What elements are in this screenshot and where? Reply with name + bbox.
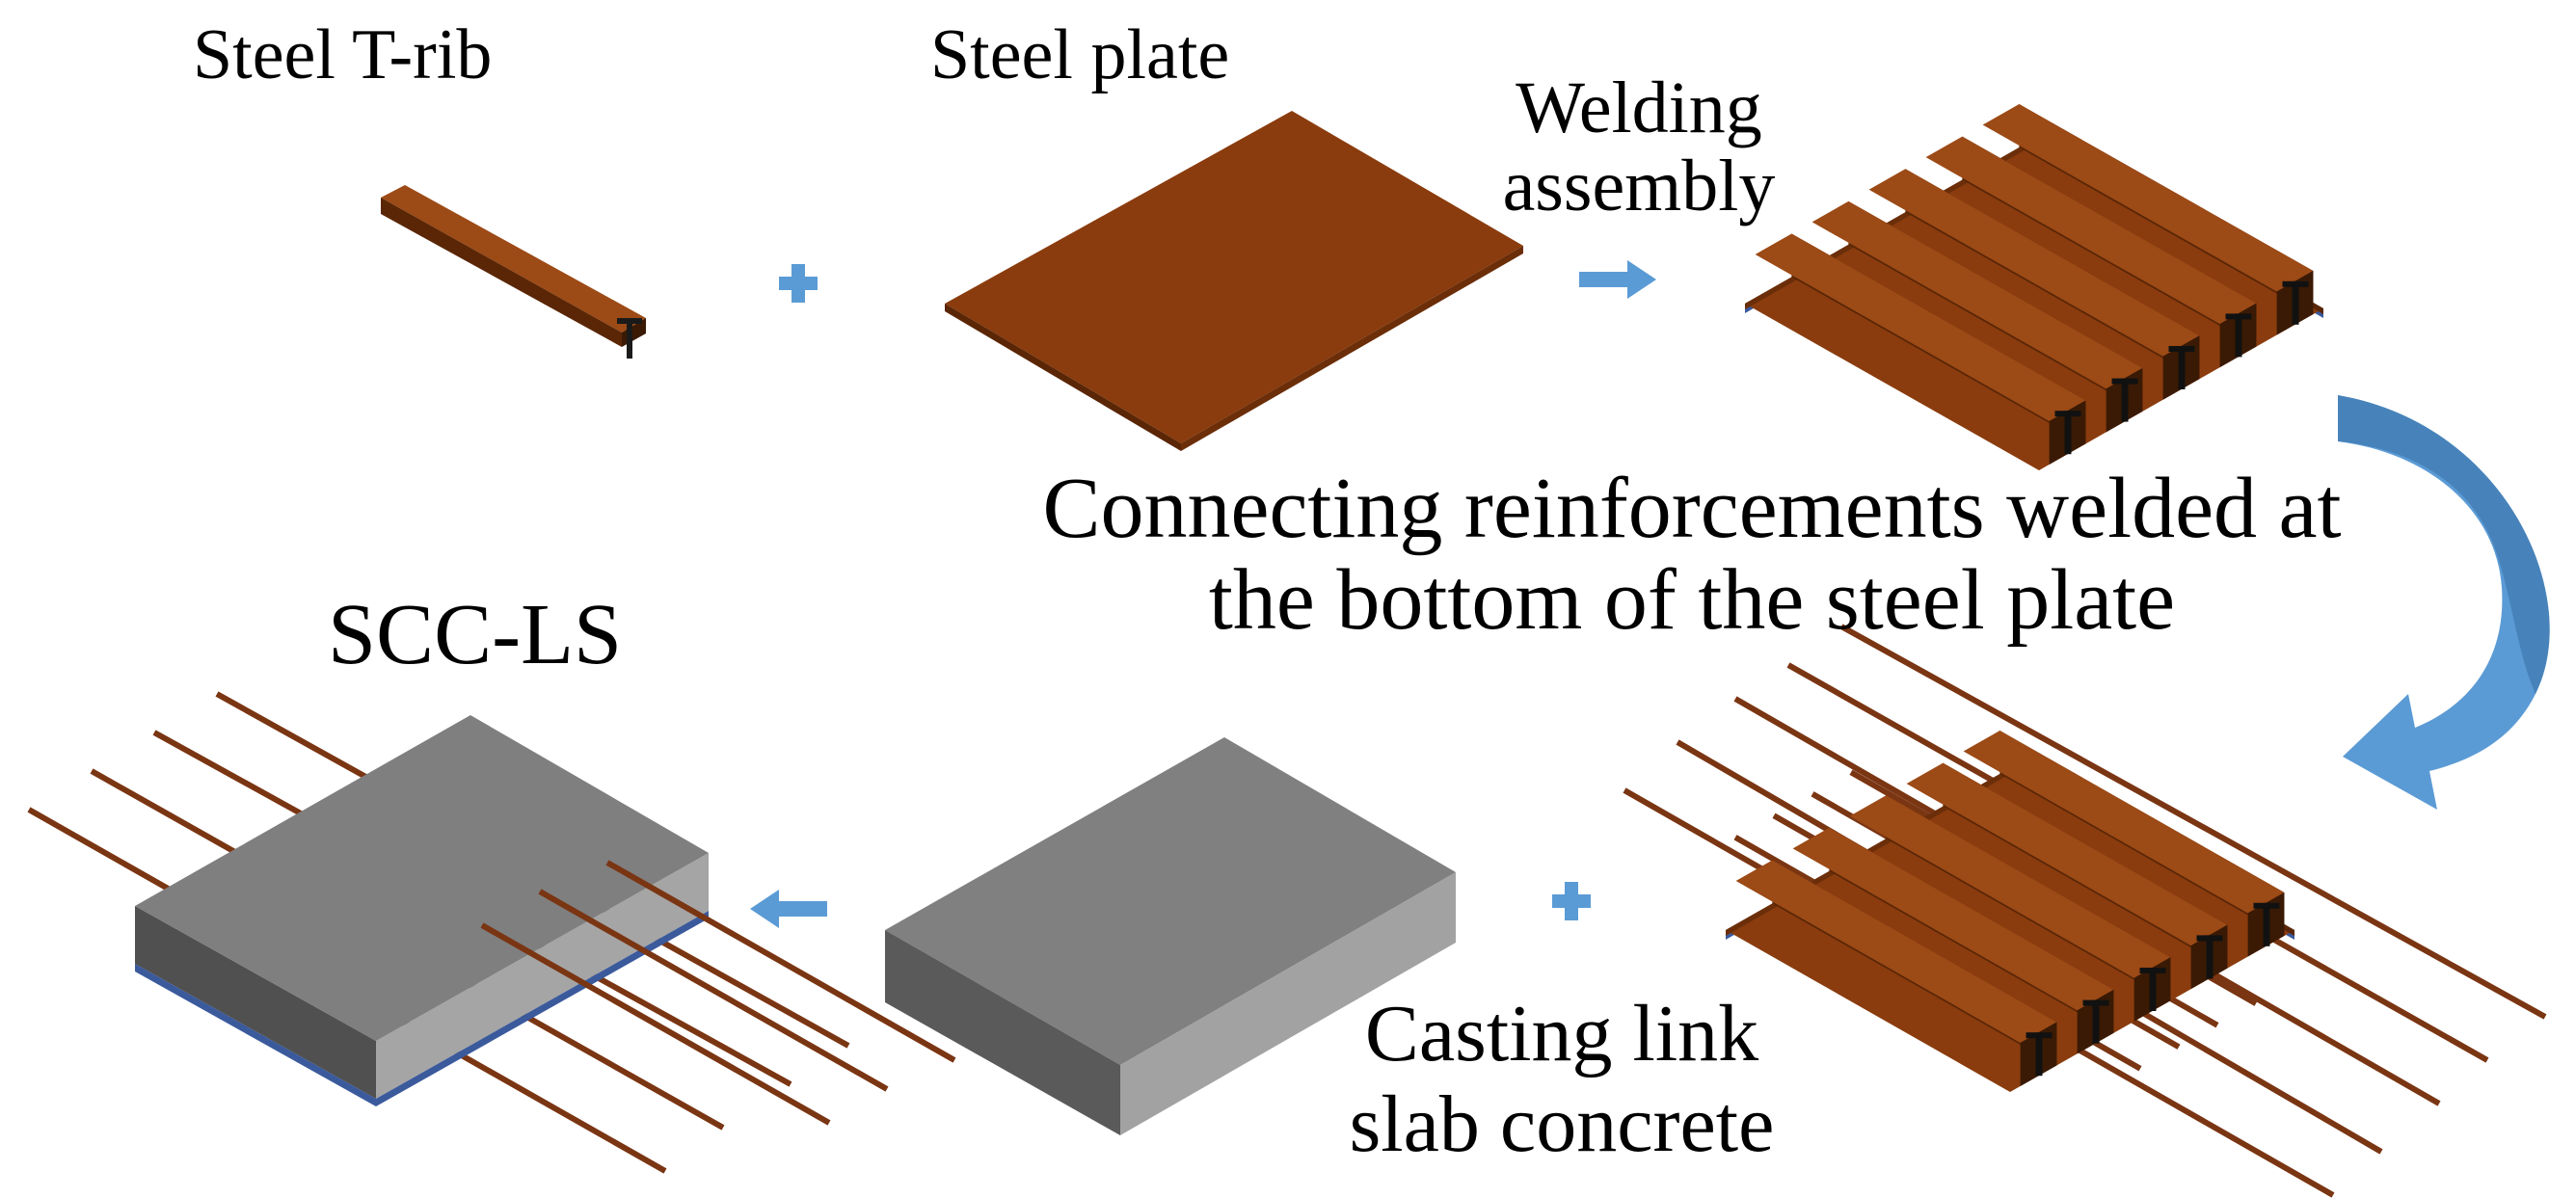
rib-section [2111, 378, 2138, 385]
steel-t-rib-label: Steel T-rib [193, 15, 493, 94]
rib-section [2178, 346, 2186, 389]
rib-top [1792, 827, 2114, 1011]
assembly-with-reinforcements [1623, 624, 2547, 1198]
rib-section [2206, 935, 2214, 979]
rib-top [1868, 169, 2200, 357]
rib-top [1811, 200, 2143, 389]
welding-assembly-label: Welding assembly [1446, 69, 1832, 225]
steel-t-rib [381, 185, 646, 359]
slab-side [376, 853, 709, 1099]
rib-top [1982, 104, 2314, 292]
rib-section [2121, 378, 2129, 422]
rib-section [2292, 280, 2299, 325]
plus-icon [1552, 882, 1591, 920]
concrete-slab [885, 737, 1456, 1135]
plate-edge [376, 911, 709, 1106]
rib-top [1925, 136, 2257, 325]
rib-section [2225, 313, 2252, 320]
connecting-reinforcements-label: Connecting reinforcements welded at the … [993, 463, 2391, 647]
slab-front [135, 906, 376, 1099]
rib-section [2196, 935, 2223, 942]
rib-top [1755, 233, 2086, 421]
welding-label-line1: Welding [1516, 67, 1762, 148]
connecting-label-line2: the bottom of the steel plate [1208, 552, 2176, 649]
casting-label-line2: slab concrete [1349, 1079, 1775, 1170]
rib-section [2082, 999, 2109, 1006]
rib-section [2149, 968, 2157, 1011]
reinforcement-bar [538, 889, 889, 1092]
arrow-left-icon [750, 890, 827, 928]
welding-label-line2: assembly [1502, 145, 1776, 226]
steel-plate [945, 111, 1523, 451]
reinforcement-bar [1839, 624, 2547, 1020]
rib-section [2235, 313, 2242, 358]
reinforcement-bar [605, 860, 956, 1063]
slab-top [135, 715, 709, 1041]
rib-section [2026, 1032, 2053, 1039]
rib-section [2035, 1032, 2043, 1077]
curved-arrow-icon [2338, 395, 2550, 810]
rib-top [1735, 860, 2057, 1043]
rib-section [2253, 902, 2280, 909]
rib-top [1963, 731, 2285, 914]
reinforcement-bar [480, 922, 831, 1126]
plate-edge [135, 964, 376, 1106]
rib-top [1906, 762, 2228, 946]
casting-concrete-label: Casting link slab concrete [1311, 989, 1812, 1170]
scc-ls-label: SCC-LS [328, 587, 623, 682]
rib-section [2263, 902, 2270, 946]
rib-section [2282, 280, 2309, 287]
casting-label-line1: Casting link [1364, 989, 1759, 1078]
rib-section [2168, 346, 2195, 352]
rib-section [2139, 968, 2166, 973]
scc-ls-assembly [27, 691, 956, 1174]
plus-icon [779, 264, 818, 303]
rib-section [2092, 999, 2100, 1044]
rib-section [2054, 411, 2081, 417]
rib-section [2064, 411, 2072, 455]
connecting-label-line1: Connecting reinforcements welded at [1042, 461, 2342, 556]
rib-top [1849, 795, 2171, 978]
welded-assembly [1745, 104, 2323, 470]
arrow-right-icon [1579, 260, 1656, 299]
steel-plate-label: Steel plate [930, 15, 1230, 94]
